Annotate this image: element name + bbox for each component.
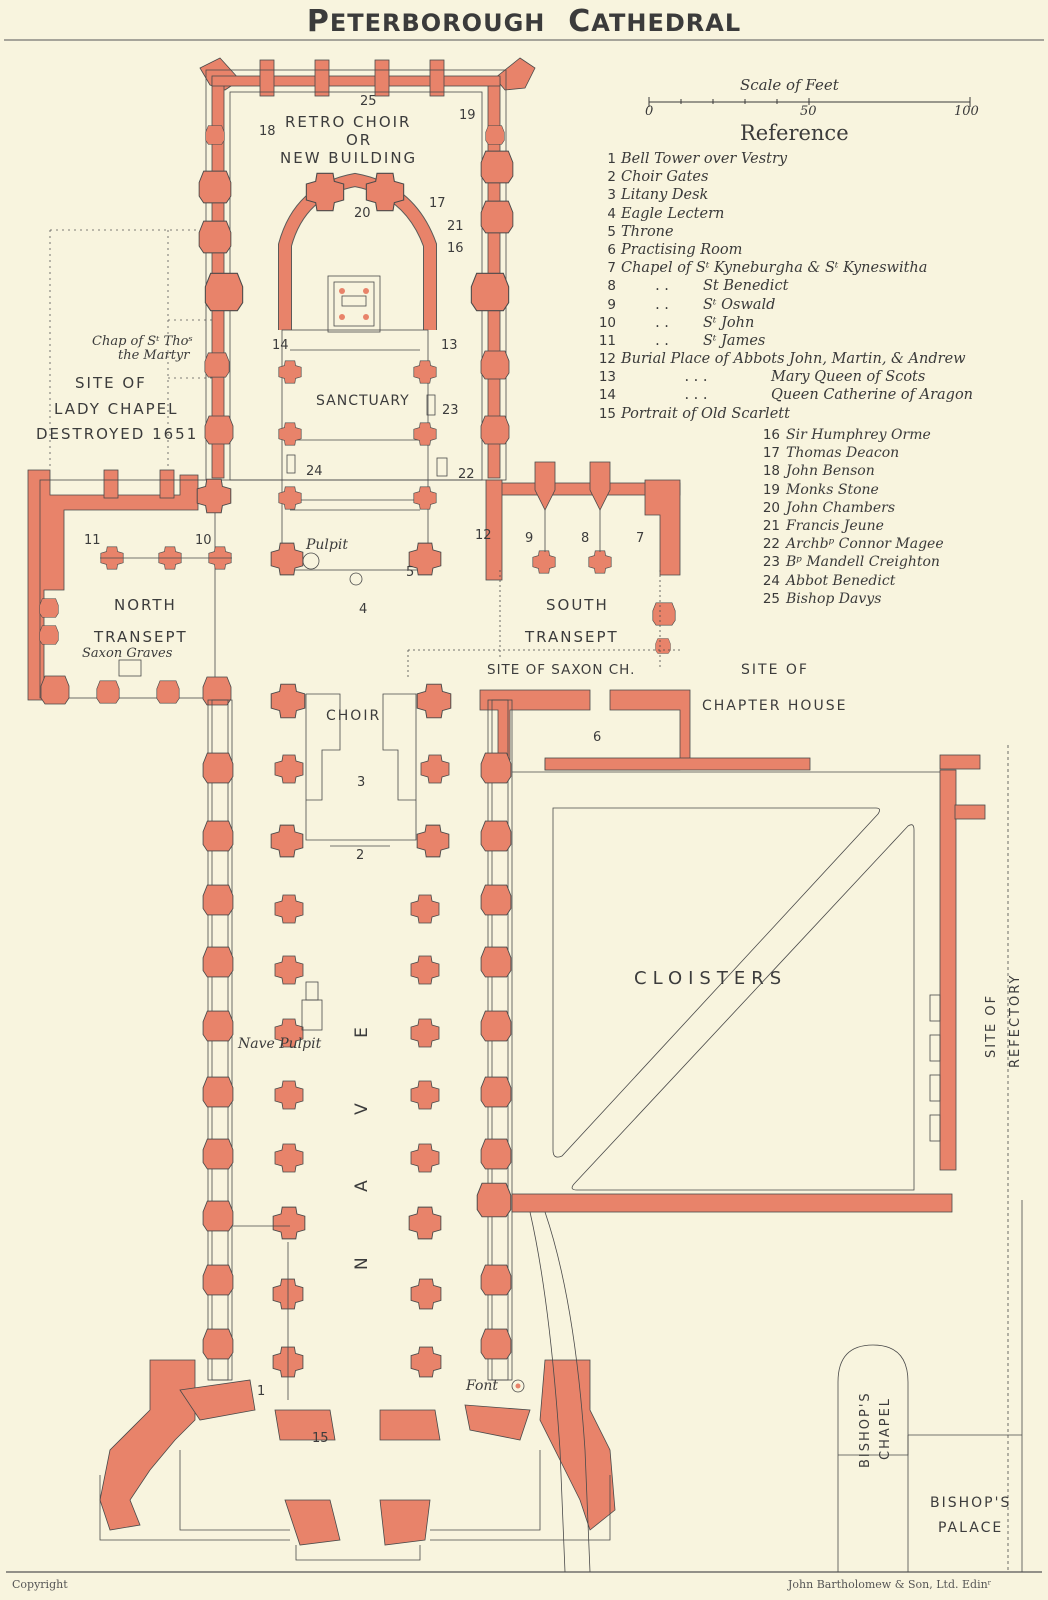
label-north-transept: NORTH xyxy=(114,596,177,614)
label-bishops-palace-2: PALACE xyxy=(938,1520,1004,1536)
label-saxon-graves: Saxon Graves xyxy=(82,646,173,661)
plan-number-19: 19 xyxy=(459,108,476,123)
label-chapel-st-thomas: Chap of Sᵗ Thoˢ xyxy=(92,334,193,349)
reference-item: 8. .St Benedict xyxy=(607,278,789,295)
label-north-transept-2: TRANSEPT xyxy=(94,628,188,646)
label-bishops-palace: BISHOP'S xyxy=(930,1495,1012,1511)
label-south-transept: SOUTH xyxy=(546,596,609,614)
label-sanctuary: SANCTUARY xyxy=(316,393,410,409)
label-bishops-chapel-2: CHAPEL xyxy=(878,1396,893,1460)
label-refectory-site: SITE OF xyxy=(984,993,999,1058)
label-retro-choir: RETRO CHOIR xyxy=(285,113,412,131)
reference-item: 11. .Sᵗ James xyxy=(598,332,766,349)
label-cloisters: CLOISTERS xyxy=(634,968,788,989)
plan-number-15: 15 xyxy=(312,1431,329,1446)
label-lady-chapel-site: SITE OF xyxy=(75,374,147,392)
plan-number-23: 23 xyxy=(442,403,459,418)
scale-bar xyxy=(648,97,971,107)
scale-tick-0: 0 xyxy=(645,104,654,119)
plan-number-2: 2 xyxy=(356,848,365,863)
publisher-credit: John Bartholomew & Son, Ltd. Edinʳ xyxy=(788,1578,992,1591)
reference-item: 13. . .Mary Queen of Scots xyxy=(598,369,926,386)
plan-number-14: 14 xyxy=(272,338,289,353)
plan-number-17: 17 xyxy=(429,196,446,211)
label-font: Font xyxy=(466,1378,499,1394)
plan-number-16: 16 xyxy=(447,241,464,256)
plan-number-7: 7 xyxy=(636,531,645,546)
reference-item: 10. .Sᵗ John xyxy=(598,314,755,331)
plan-number-13: 13 xyxy=(441,338,458,353)
reference-item: 14. . .Queen Catherine of Aragon xyxy=(598,387,974,404)
plan-number-25: 25 xyxy=(360,94,377,109)
copyright-notice: Copyright xyxy=(12,1578,68,1591)
reference-heading: Reference xyxy=(740,121,849,145)
label-saxon-church-site: SITE OF SAXON CH. xyxy=(487,662,636,678)
plan-number-20: 20 xyxy=(354,206,371,221)
scale-tick-50: 50 xyxy=(800,104,817,119)
label-south-transept-2: TRANSEPT xyxy=(525,628,619,646)
reference-item: 9. .Sᵗ Oswald xyxy=(607,296,776,313)
plan-number-22: 22 xyxy=(458,467,475,482)
label-choir: CHOIR xyxy=(326,708,382,724)
label-lady-chapel-destroyed: DESTROYED 1651 xyxy=(36,425,199,443)
label-nave-pulpit: Nave Pulpit xyxy=(238,1036,322,1052)
plan-number-11: 11 xyxy=(84,533,101,548)
plan-number-8: 8 xyxy=(581,531,590,546)
plan-number-21: 21 xyxy=(447,219,464,234)
label-pulpit: Pulpit xyxy=(306,537,348,553)
plan-number-10: 10 xyxy=(195,533,212,548)
label-chapter-house-site: SITE OF xyxy=(741,662,809,678)
plan-number-6: 6 xyxy=(593,730,602,745)
label-refectory: REFECTORY xyxy=(1008,973,1023,1068)
scale-tick-100: 100 xyxy=(954,104,979,119)
plan-number-4: 4 xyxy=(359,602,368,617)
label-retro-choir-or: OR xyxy=(346,131,373,149)
plan-number-5: 5 xyxy=(406,565,415,580)
plan-number-18: 18 xyxy=(259,124,276,139)
plan-number-12: 12 xyxy=(475,528,492,543)
label-new-building: NEW BUILDING xyxy=(280,149,418,167)
map-title: PETERBOROUGH CATHEDRAL xyxy=(306,4,742,39)
label-lady-chapel: LADY CHAPEL xyxy=(54,400,179,418)
scale-title: Scale of Feet xyxy=(740,76,839,94)
label-bishops-chapel: BISHOP'S xyxy=(858,1391,873,1468)
plan-number-24: 24 xyxy=(306,464,323,479)
label-nave: N A V E xyxy=(352,997,372,1270)
plan-number-9: 9 xyxy=(525,531,534,546)
plan-number-3: 3 xyxy=(357,775,366,790)
label-chapter-house: CHAPTER HOUSE xyxy=(702,698,848,714)
label-chapel-st-thomas-2: the Martyr xyxy=(118,348,190,363)
plan-number-1: 1 xyxy=(257,1384,266,1399)
